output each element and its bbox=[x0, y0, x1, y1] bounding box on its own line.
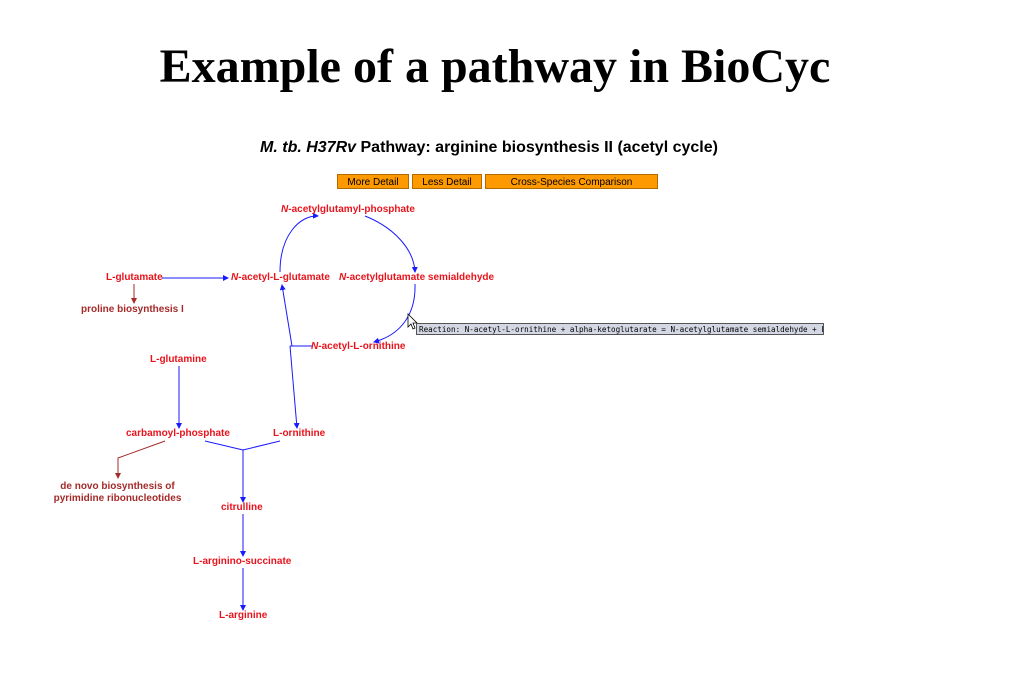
pathway-name: Pathway: arginine biosynthesis II (acety… bbox=[356, 139, 718, 156]
arc-acetylglutamate-to-phosphate bbox=[279, 212, 319, 273]
node-acetylglutamyl-phosphate[interactable]: N-acetylglutamyl-phosphate bbox=[281, 204, 415, 216]
link-label-line2: pyrimidine ribonucleotides bbox=[53, 493, 182, 504]
node-l-glutamate[interactable]: L-glutamate bbox=[106, 272, 163, 283]
more-detail-button[interactable]: More Detail bbox=[337, 174, 409, 189]
arrow-to-acetylglutamate bbox=[279, 284, 293, 347]
line-carbamoyl-junction bbox=[204, 440, 244, 451]
node-citrulline[interactable]: citrulline bbox=[221, 502, 263, 513]
organism-name: M. tb. H37Rv bbox=[260, 139, 357, 156]
reaction-tooltip: Reaction: N-acetyl-L-ornithine + alpha-k… bbox=[416, 323, 824, 335]
node-label: -acetyl-L-ornithine bbox=[318, 341, 406, 352]
node-label: -acetylglutamate semialdehyde bbox=[346, 272, 495, 283]
arc-phosphate-to-semialdehyde bbox=[364, 215, 418, 273]
node-l-arginine[interactable]: L-arginine bbox=[219, 610, 268, 621]
arrow-to-ornithine bbox=[289, 345, 300, 429]
node-prefix: N bbox=[311, 341, 319, 352]
node-label: -acetyl-L-glutamate bbox=[238, 272, 330, 283]
cross-species-comparison-button[interactable]: Cross-Species Comparison bbox=[485, 174, 658, 189]
node-l-arginino-succinate[interactable]: L-arginino-succinate bbox=[193, 556, 292, 567]
slide-title: Example of a pathway in BioCyc bbox=[159, 40, 831, 93]
node-acetylglutamate-semialdehyde[interactable]: N-acetylglutamate semialdehyde bbox=[339, 272, 494, 284]
node-l-ornithine[interactable]: L-ornithine bbox=[273, 428, 326, 439]
node-prefix: N bbox=[281, 204, 289, 215]
line-ornithine-junction bbox=[242, 440, 281, 451]
pathway-heading: M. tb. H37Rv Pathway: arginine biosynthe… bbox=[0, 139, 978, 157]
link-de-novo-pyrimidine[interactable]: de novo biosynthesis of pyrimidine ribon… bbox=[46, 481, 189, 505]
node-l-glutamine[interactable]: L-glutamine bbox=[150, 354, 207, 365]
node-acetyl-l-ornithine[interactable]: N-acetyl-L-ornithine bbox=[311, 341, 405, 353]
arrow-carbamoyl-to-denovo bbox=[115, 440, 166, 479]
arc-semialdehyde-to-ornithine bbox=[373, 283, 416, 344]
node-prefix: N bbox=[231, 272, 239, 283]
node-carbamoyl-phosphate[interactable]: carbamoyl-phosphate bbox=[126, 428, 230, 439]
node-label: -acetylglutamyl-phosphate bbox=[288, 204, 415, 215]
node-prefix: N bbox=[339, 272, 347, 283]
link-proline-biosynthesis[interactable]: proline biosynthesis I bbox=[81, 304, 184, 315]
link-label-line1: de novo biosynthesis of bbox=[60, 481, 175, 492]
less-detail-button[interactable]: Less Detail bbox=[412, 174, 482, 189]
node-acetyl-l-glutamate[interactable]: N-acetyl-L-glutamate bbox=[231, 272, 330, 284]
